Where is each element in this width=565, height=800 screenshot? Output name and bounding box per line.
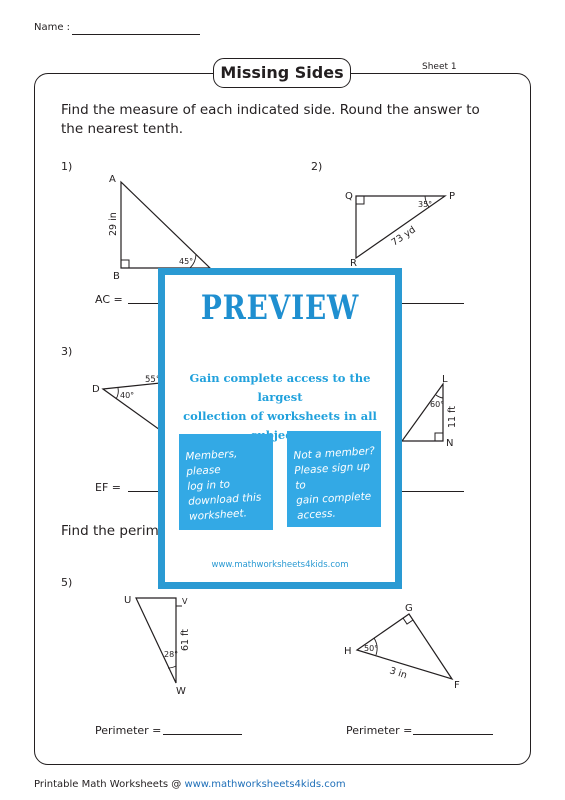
name-label: Name :	[34, 22, 71, 33]
triangle-uvw: U V W 61 ft 28°	[124, 595, 191, 697]
side-length-label: 73 yd	[390, 224, 418, 248]
vertex-w-label: W	[176, 686, 186, 697]
side-length-label: 11 ft	[447, 406, 458, 428]
angle-label: 45°	[179, 257, 193, 266]
members-login-text: Members, please log in to download this …	[185, 445, 277, 525]
members-login-button[interactable]: Members, please log in to download this …	[179, 434, 273, 530]
signup-text: Not a member? Please sign up to gain com…	[293, 444, 385, 524]
footer: Printable Math Worksheets @ www.mathwork…	[34, 779, 346, 790]
perimeter-line-5[interactable]	[163, 734, 242, 735]
preview-card	[158, 268, 402, 589]
perimeter-label-6: Perimeter =	[346, 724, 413, 737]
answer-line-4[interactable]	[402, 491, 464, 492]
vertex-l-label: L	[442, 374, 448, 385]
signup-button[interactable]: Not a member? Please sign up to gain com…	[287, 431, 381, 527]
vertex-b-label: B	[113, 271, 120, 282]
answer-label-ac: AC =	[95, 293, 123, 306]
vertex-a-label: A	[109, 174, 116, 185]
angle-label: 28°	[164, 650, 178, 659]
vertex-p-label: P	[449, 191, 455, 202]
vertex-n-label: N	[446, 438, 453, 449]
perimeter-label-5: Perimeter =	[95, 724, 162, 737]
preview-subtitle-line-1: Gain complete access to the largest	[189, 371, 371, 404]
problem-1-number: 1)	[61, 160, 73, 173]
answer-line-ef[interactable]	[128, 491, 158, 492]
angle-label-2: 40°	[120, 391, 134, 400]
angle-label: 35°	[418, 200, 432, 209]
side-length-label: 3 in	[388, 665, 408, 681]
answer-line-ac[interactable]	[128, 303, 158, 304]
triangle-ghf: G H F 50° 3 in	[344, 603, 460, 691]
problem-2-number: 2)	[311, 160, 323, 173]
worksheet-title: Missing Sides	[213, 58, 351, 88]
angle-label-1: 55°	[145, 375, 160, 385]
angle-label: 50°	[364, 644, 378, 653]
instructions: Find the measure of each indicated side.…	[61, 102, 480, 137]
side-length-label: 61 ft	[180, 629, 191, 651]
problem-3-number: 3)	[61, 345, 73, 358]
footer-prefix: Printable Math Worksheets @	[34, 779, 182, 790]
vertex-r-label: R	[350, 258, 357, 269]
triangle-lmn: L N 60° 11 ft	[400, 374, 458, 449]
vertex-q-label: Q	[345, 191, 353, 202]
triangle-pqr: Q P R 35° 73 yd	[345, 191, 455, 269]
side-length-label: 29 in	[108, 212, 119, 236]
vertex-h-label: H	[344, 646, 352, 657]
perimeter-line-6[interactable]	[413, 734, 493, 735]
triangle-def: D 55° 40°	[92, 375, 161, 432]
angle-label: 60°	[430, 400, 444, 409]
perimeter-instructions: Find the perime	[61, 523, 168, 539]
vertex-u-label: U	[124, 595, 131, 606]
vertex-f-label: F	[454, 680, 460, 691]
triangle-abc: A B 29 in 45°	[108, 174, 212, 282]
problem-5-number: 5)	[61, 576, 73, 589]
vertex-v-label: V	[182, 597, 188, 606]
footer-website-link[interactable]: www.mathworksheets4kids.com	[184, 779, 346, 790]
vertex-d-label: D	[92, 384, 100, 395]
answer-line-2[interactable]	[402, 303, 464, 304]
answer-label-ef: EF =	[95, 481, 121, 494]
vertex-g-label: G	[405, 603, 413, 614]
preview-title: PREVIEW	[200, 288, 360, 328]
sheet-label: Sheet 1	[422, 62, 457, 72]
name-input-line[interactable]	[72, 34, 200, 35]
preview-website-link[interactable]: www.mathworksheets4kids.com	[211, 560, 349, 570]
